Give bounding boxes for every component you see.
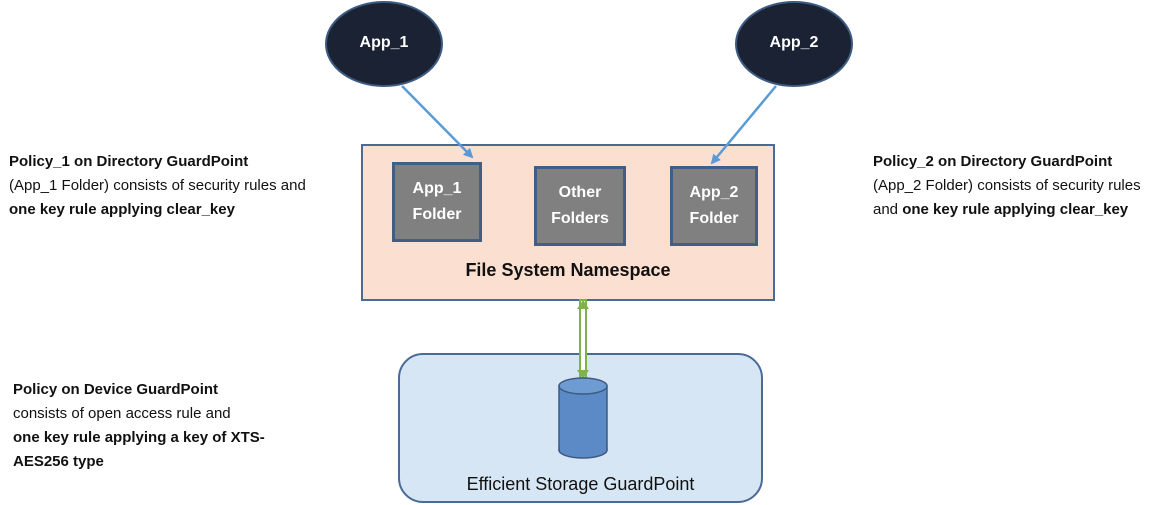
policy-1-body: (App_1 Folder) consists of security rule… — [9, 177, 306, 194]
folder-app-1-line1: App_1 — [412, 180, 462, 197]
folder-app-1: App_1 Folder — [392, 162, 482, 242]
storage-cylinder-icon — [558, 377, 608, 459]
folder-app-2-line1: App_2 — [689, 184, 739, 201]
folder-app-1-line2: Folder — [412, 206, 462, 223]
connector-arrow-down — [577, 370, 589, 379]
device-policy-body: consists of open access rule and — [13, 405, 231, 422]
arrow-app2-to-folder — [710, 85, 777, 165]
policy-1-lead: Policy_1 on Directory GuardPoint — [9, 153, 249, 170]
app-2-label: App_2 — [769, 34, 819, 51]
policy-1-note: Policy_1 on Directory GuardPoint (App_1 … — [9, 150, 329, 222]
device-policy-note: Policy on Device GuardPoint consists of … — [13, 378, 283, 474]
policy-2-note: Policy_2 on Directory GuardPoint (App_2 … — [873, 150, 1155, 222]
arrow-app1-to-folder — [401, 85, 474, 159]
namespace-label: File System Namespace — [465, 260, 671, 280]
folder-other: Other Folders — [534, 166, 626, 246]
app-1-node — [325, 1, 443, 87]
policy-2-lead: Policy_2 on Directory GuardPoint — [873, 153, 1113, 170]
policy-1-tail: one key rule applying clear_key — [9, 201, 235, 218]
folder-other-line2: Folders — [551, 210, 609, 227]
policy-2-tail: one key rule applying clear_key — [902, 201, 1129, 218]
connector-arrow-up — [577, 300, 589, 309]
policy-2-body: (App_2 Folder) consists of security rule… — [873, 177, 1141, 218]
folder-app-2: App_2 Folder — [670, 166, 758, 246]
device-policy-lead: Policy on Device GuardPoint — [13, 381, 219, 398]
folder-other-line1: Other — [558, 184, 602, 201]
app-1-label: App_1 — [359, 34, 409, 51]
folder-app-2-line2: Folder — [689, 210, 739, 227]
storage-label: Efficient Storage GuardPoint — [466, 474, 695, 494]
app-2-node — [735, 1, 853, 87]
namespace-storage-connector — [579, 299, 587, 379]
device-policy-tail: one key rule applying a key of XTS-AES25… — [13, 429, 265, 470]
